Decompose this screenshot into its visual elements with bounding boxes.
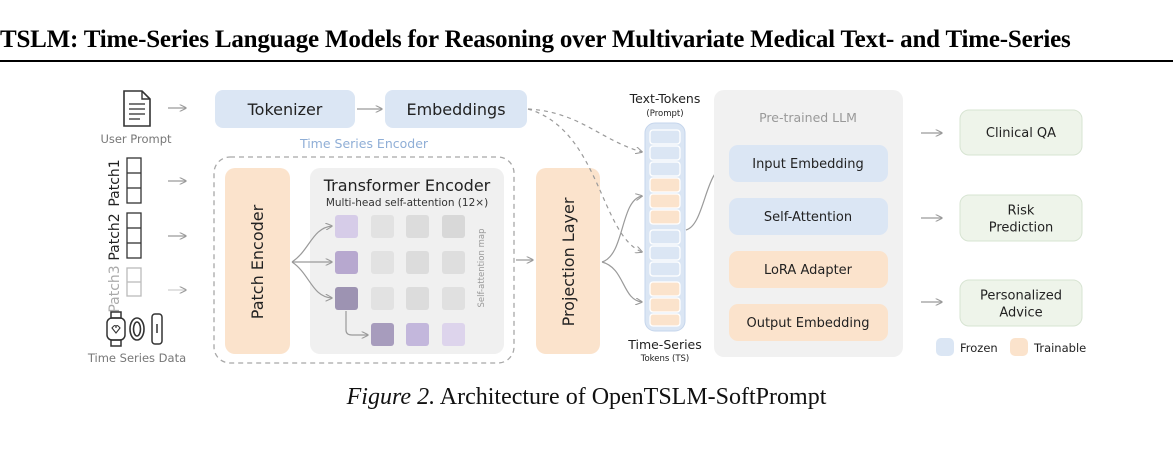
text-tokens-sub: (Prompt) (646, 109, 683, 119)
attention-grid (335, 215, 465, 346)
legend-trainable-swatch (1010, 338, 1028, 356)
llm-block-input-embedding-label: Input Embedding (752, 157, 864, 172)
patch-to-attention-arrows (291, 226, 368, 335)
patch1-label: Patch1 (107, 159, 123, 206)
patch3-grid (126, 267, 142, 297)
fitness-band-icon (151, 313, 163, 345)
self-attention-map-label: Self-attention map (477, 229, 487, 308)
running-title: TSLM: Time-Series Language Models for Re… (0, 26, 1071, 53)
figure-caption-prefix: Figure 2. (346, 384, 436, 410)
patch-encoder-block (225, 168, 290, 354)
ts-encoder-title: Time Series Encoder (299, 136, 429, 151)
token-cells (649, 129, 681, 327)
patch3-label: Patch3 (107, 265, 123, 312)
patch1-grid (126, 157, 142, 204)
transformer-encoder-title: Transformer Encoder (323, 176, 491, 195)
llm-block-input-embedding (729, 145, 888, 182)
ring-icon (129, 317, 145, 341)
user-prompt-icon (123, 90, 151, 127)
patch-encoder-label: Patch Encoder (248, 204, 267, 319)
llm-block-lora-adapter-label: LoRA Adapter (764, 263, 853, 278)
embeddings-label: Embeddings (406, 100, 505, 119)
llm-block-self-attention (729, 198, 888, 235)
projection-layer-label: Projection Layer (559, 197, 578, 326)
header-rule (0, 60, 1173, 62)
text-tokens-label: Text-Tokens (629, 91, 701, 106)
legend-trainable-label: Trainable (1033, 341, 1086, 355)
projection-to-token-arrows (601, 196, 642, 302)
ts-encoder-frame (213, 156, 515, 364)
llm-block-output-embedding-label: Output Embedding (746, 316, 869, 331)
llm-block-lora-adapter (729, 251, 888, 288)
patch2-grid (126, 212, 142, 259)
time-series-data-label: Time Series Data (87, 351, 186, 365)
embeddings-block (385, 90, 527, 128)
input-arrows (168, 108, 186, 290)
architecture-figure: User Prompt Patch1 Patch2 Patch3 Time Se… (87, 90, 1086, 365)
llm-block-output-embedding (729, 304, 888, 341)
patch2-label: Patch2 (107, 213, 123, 260)
legend-frozen-label: Frozen (960, 341, 998, 355)
ts-tokens-label: Time-Series (627, 337, 702, 352)
ts-tokens-sub: Tokens (TS) (640, 354, 690, 364)
llm-title: Pre-trained LLM (759, 110, 857, 125)
output-personalized-advice (959, 279, 1083, 327)
llm-block-self-attention-label: Self-Attention (764, 210, 852, 225)
figure-caption: Figure 2. Architecture of OpenTSLM-SoftP… (0, 384, 1173, 411)
embedding-to-token-arrows (527, 108, 642, 252)
projection-layer-block (536, 168, 600, 354)
output-risk-prediction (959, 194, 1083, 242)
tokenizer-label: Tokenizer (247, 100, 323, 119)
figure-caption-text: Architecture of OpenTSLM-SoftPrompt (439, 384, 827, 410)
output-arrows (921, 133, 942, 302)
legend-frozen-swatch (936, 338, 954, 356)
tokenizer-block (215, 90, 355, 128)
user-prompt-label: User Prompt (100, 132, 172, 146)
smartwatch-icon (106, 311, 126, 347)
output-clinical-qa (959, 109, 1083, 156)
transformer-encoder-subtitle: Multi-head self-attention (12×) (326, 197, 488, 209)
output-clinical-qa-label: Clinical QA (986, 126, 1056, 141)
